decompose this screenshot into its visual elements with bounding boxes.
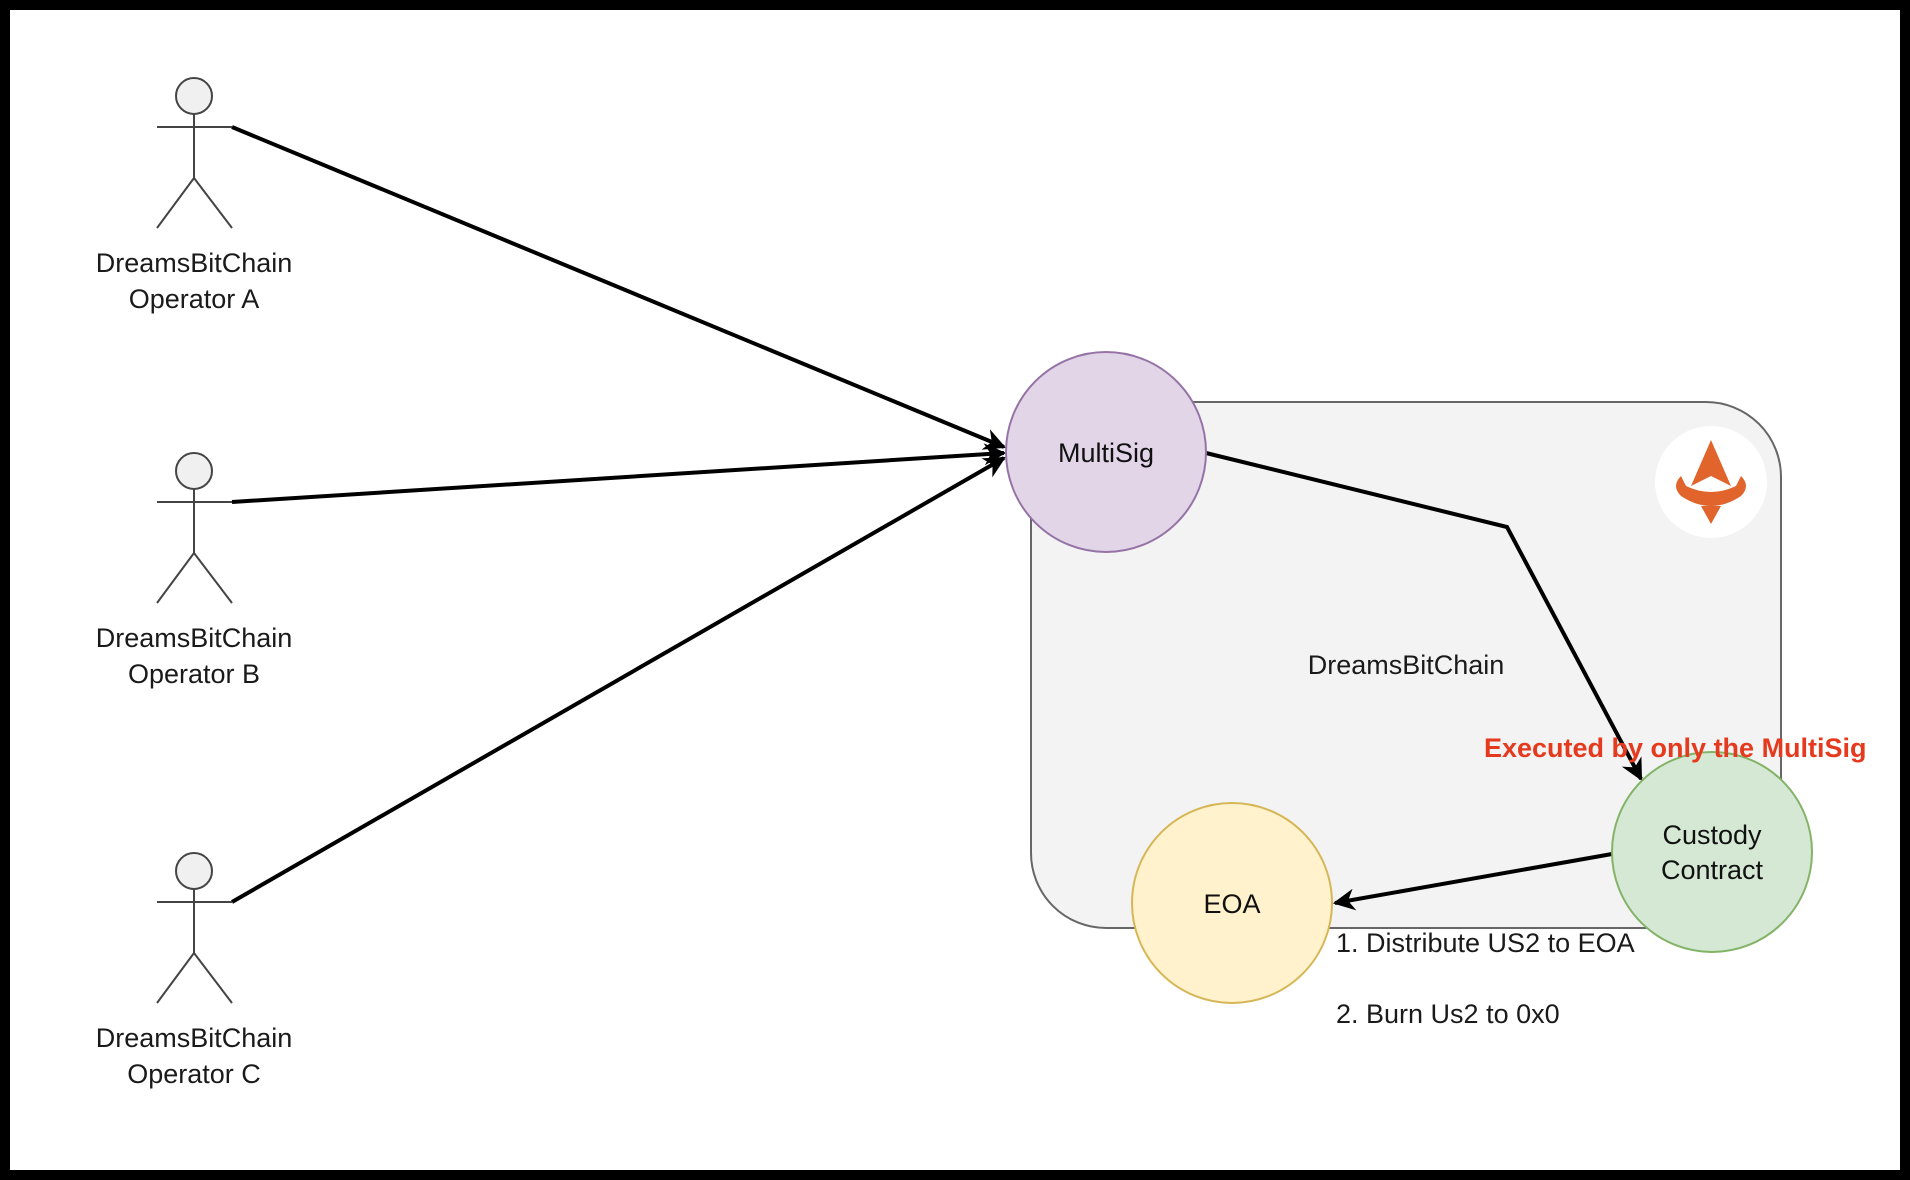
multisig-circle xyxy=(1005,351,1207,553)
custody-label-line2: Contract xyxy=(1661,855,1764,885)
actor-head xyxy=(175,852,213,890)
multisig-label: MultiSig xyxy=(1058,438,1154,468)
custody-circle xyxy=(1611,751,1813,953)
operator-a-label-line2: Operator A xyxy=(129,284,260,314)
actor-head xyxy=(175,77,213,115)
eoa-node[interactable]: EOA xyxy=(1131,802,1333,1004)
eoa-circle xyxy=(1131,802,1333,1004)
operator-c-label-line2: Operator C xyxy=(127,1059,261,1089)
edge-operator-a-to-multisig xyxy=(231,125,1007,450)
edge-operator-b-to-multisig xyxy=(231,443,1007,504)
dreamsbitchain-group[interactable] xyxy=(1030,401,1782,929)
arbitrum-style-logo-icon xyxy=(1655,426,1767,538)
operator-a-label-line1: DreamsBitChain xyxy=(96,248,293,278)
edge-custody-to-eoa xyxy=(1332,852,1613,911)
step-1-label: 1. Distribute US2 to EOA xyxy=(1336,928,1635,958)
operator-c-label-line1: DreamsBitChain xyxy=(96,1023,293,1053)
edge-multisig-to-custody xyxy=(1205,451,1643,781)
actor-head xyxy=(175,452,213,490)
group-label: DreamsBitChain xyxy=(1308,650,1505,680)
operator-c-actor[interactable] xyxy=(156,852,233,1004)
edge-operator-c-to-multisig xyxy=(231,456,1006,904)
operator-a-actor[interactable] xyxy=(156,77,233,229)
operator-b-actor[interactable] xyxy=(156,452,233,604)
step-2-label: 2. Burn Us2 to 0x0 xyxy=(1336,999,1560,1029)
eoa-label: EOA xyxy=(1203,889,1260,919)
custody-contract-node[interactable]: Custody Contract xyxy=(1611,751,1813,953)
executed-by-multisig-label: Executed by only the MultiSig xyxy=(1484,733,1867,763)
custody-label-line1: Custody xyxy=(1662,820,1762,850)
operator-b-label-line2: Operator B xyxy=(128,659,260,689)
operator-b-label-line1: DreamsBitChain xyxy=(96,623,293,653)
multisig-node[interactable]: MultiSig xyxy=(1005,351,1207,553)
